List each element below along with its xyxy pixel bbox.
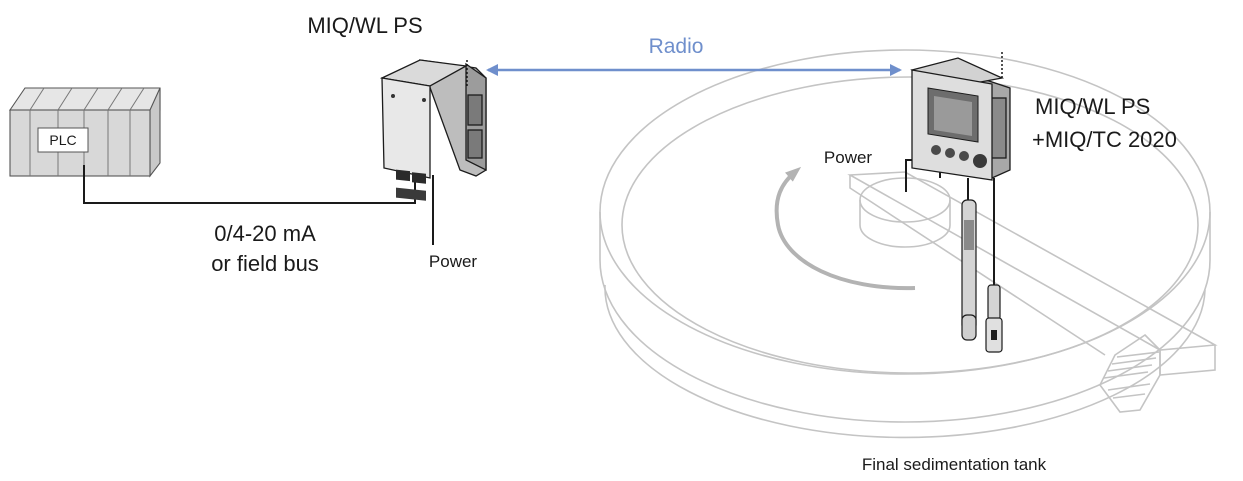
wireless-power-supply-icon <box>379 59 487 245</box>
right-power-label: Power <box>824 148 873 167</box>
plc-label: PLC <box>49 132 76 148</box>
tank-stairs <box>1099 333 1161 413</box>
signal-label-line2: or field bus <box>211 251 319 276</box>
plc-rack-icon <box>8 87 161 178</box>
radio-label: Radio <box>649 35 704 58</box>
right-device-label-line1: MIQ/WL PS <box>1035 94 1150 119</box>
right-device-label-line2: +MIQ/TC 2020 <box>1032 127 1177 152</box>
tank-label: Final sedimentation tank <box>862 455 1047 474</box>
signal-label-line1: 0/4-20 mA <box>214 221 316 246</box>
controller-terminal-icon <box>905 52 1011 192</box>
sedimentation-tank <box>599 49 1218 439</box>
left-device-label: MIQ/WL PS <box>307 13 422 38</box>
probe-sensor-icon <box>961 178 1003 353</box>
rotation-arrow-icon <box>774 166 916 291</box>
signal-wire <box>83 165 416 204</box>
left-power-label: Power <box>429 252 478 271</box>
